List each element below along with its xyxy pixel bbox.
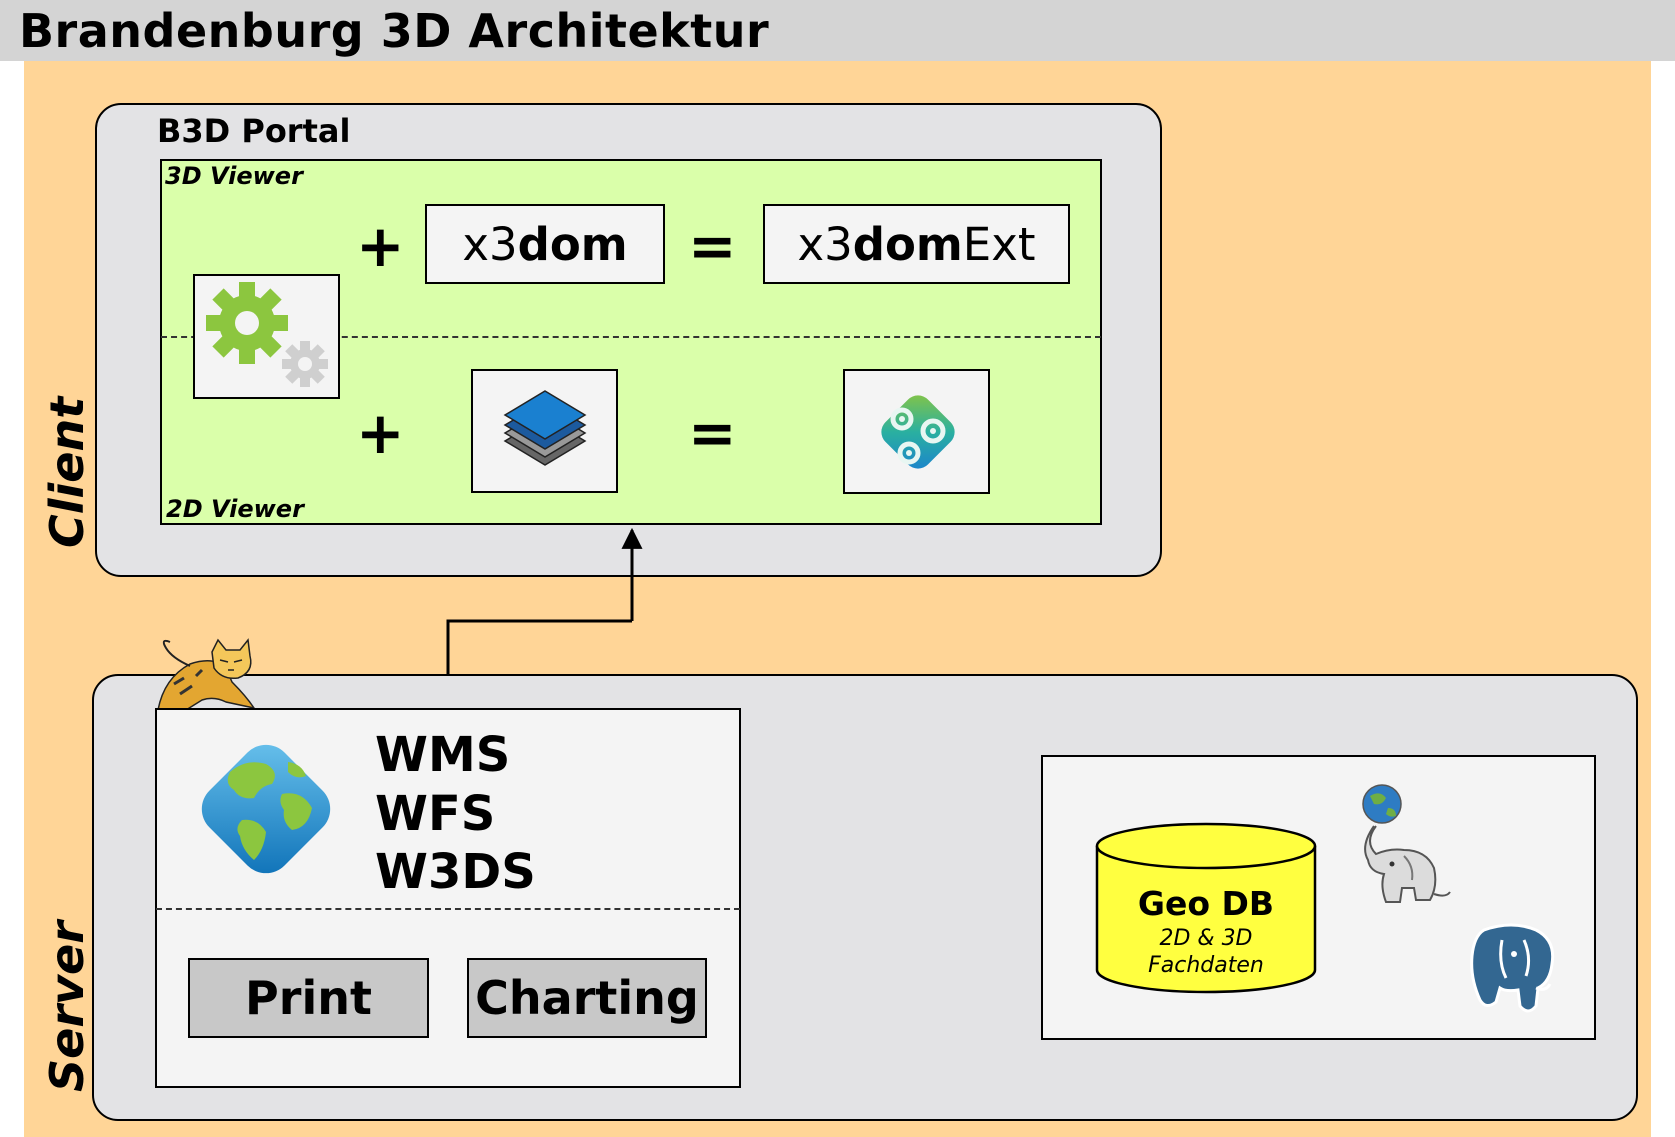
db-subtitle-1: 2D & 3D [1159,926,1253,951]
db-title: Geo DB [1137,884,1275,923]
plus-sign-3d: + [356,212,405,280]
viewer-2d-label: 2D Viewer [166,495,304,523]
postgresql-elephant-icon [1470,923,1555,1013]
tomcat-icon [157,638,256,711]
gears-box [193,274,340,399]
equals-sign-2d: = [688,399,737,467]
service-w3ds: W3DS [375,844,536,900]
viewer-divider [161,336,1101,338]
print-box: Print [188,958,429,1038]
title-bar [0,0,1675,61]
database-cylinder-icon [1095,822,1317,994]
equals-sign-3d: = [688,212,737,280]
layers-icon [503,390,587,466]
x3domext-bold: dom [852,217,963,271]
service-wfs: WFS [375,786,496,842]
x3domext-suffix: Ext [962,217,1036,271]
x3dom-prefix: x3 [462,217,518,271]
layers-box [471,369,618,493]
viewer-3d-label: 3D Viewer [165,162,303,190]
charting-box: Charting [467,958,707,1038]
x3dom-bold: dom [517,217,628,271]
page-title: Brandenburg 3D Architektur [19,4,770,58]
elephant-globe-icon [1362,784,1451,903]
gears-icon [206,282,328,387]
portal-title: B3D Portal [157,112,351,150]
gears-diamond-icon [881,395,955,469]
app-box [843,369,990,494]
service-wms: WMS [375,727,511,783]
plus-sign-2d: + [356,399,405,467]
services-divider [156,908,740,910]
x3domext-prefix: x3 [797,217,853,271]
db-subtitle-2: Fachdaten [1148,953,1264,978]
globe-diamond-icon [201,744,331,874]
